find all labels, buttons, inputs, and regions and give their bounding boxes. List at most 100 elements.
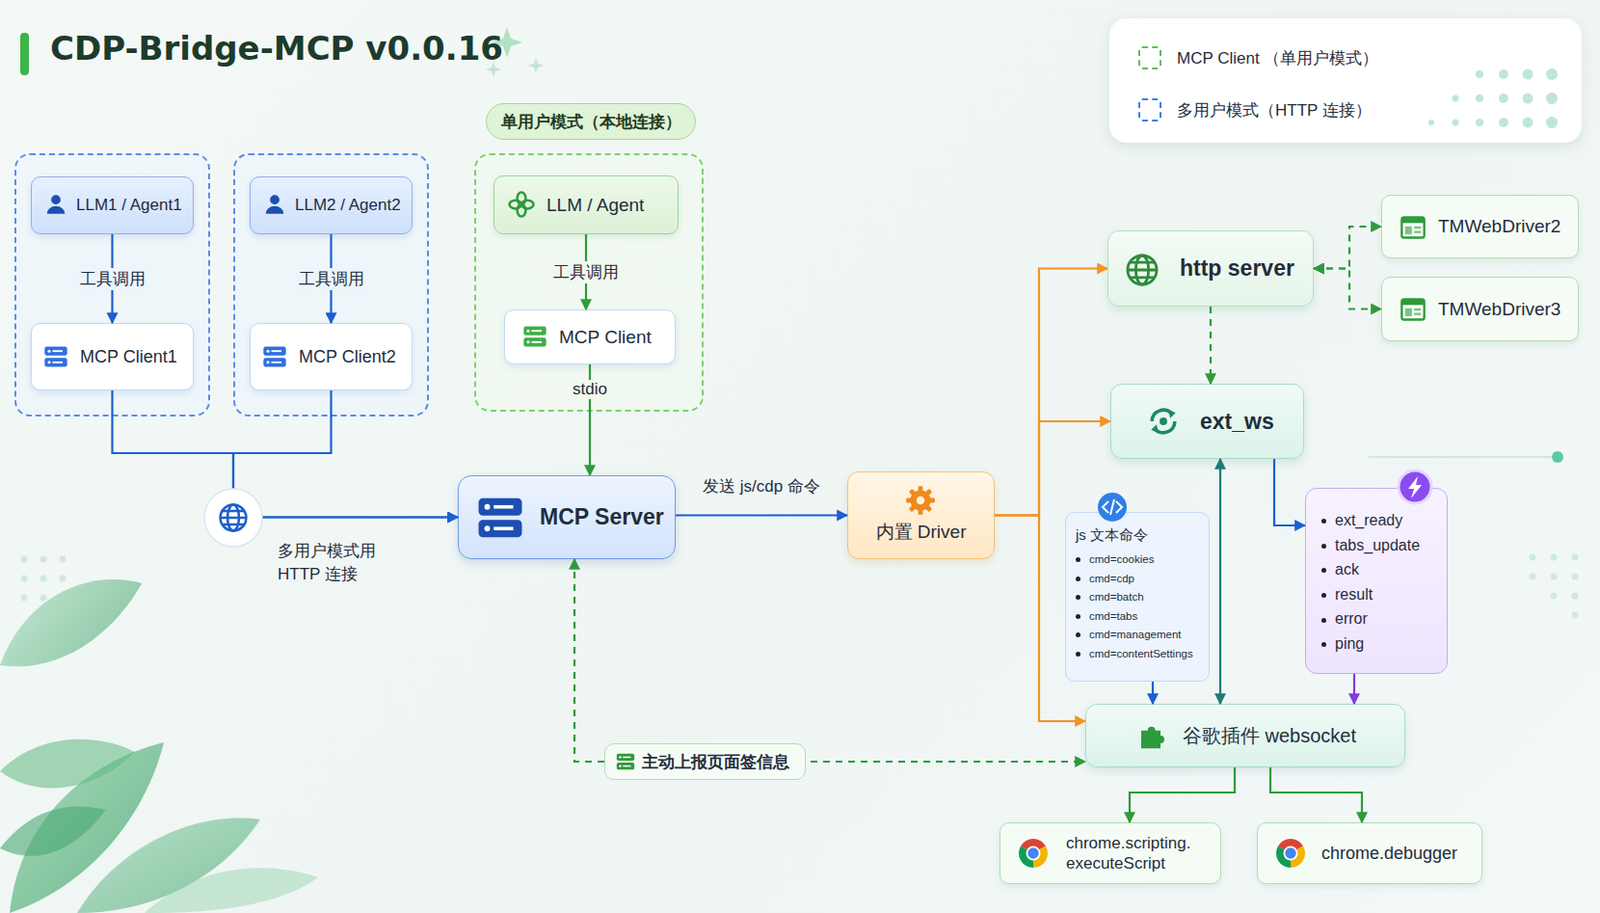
decor-shape	[59, 575, 67, 583]
diagram-title: CDP-Bridge-MCP v0.0.16	[50, 28, 504, 68]
decor-shape	[1546, 116, 1558, 129]
decor-shape	[40, 594, 48, 602]
decor-shape	[1572, 612, 1579, 619]
flow-arrow	[994, 515, 1086, 722]
decor-shape	[1550, 573, 1558, 581]
title-bar	[20, 32, 29, 76]
flow-arrow	[585, 234, 587, 310]
flow-arrow	[675, 513, 848, 516]
decor-shape	[523, 326, 546, 347]
flow-arrow	[110, 234, 113, 323]
decor-shape	[1475, 70, 1484, 79]
decor-shape	[1452, 119, 1460, 127]
decor-shape	[1522, 93, 1534, 105]
legend-item: MCP Client （单用户模式）	[1138, 44, 1379, 72]
decor-shape	[21, 575, 28, 583]
decor-shape	[1141, 726, 1165, 749]
group-heading: 单用户模式（本地连接）	[485, 103, 696, 140]
legend-panel: MCP Client （单用户模式） 多用户模式（HTTP 连接）	[1109, 18, 1582, 143]
decor-shape	[1572, 592, 1579, 600]
decor-shape	[0, 555, 155, 688]
decor-shape	[21, 594, 28, 602]
node-label: LLM / Agent	[546, 194, 644, 216]
process-box: chrome.debugger	[1256, 822, 1483, 884]
list-item: cmd=contentSettings	[1075, 644, 1194, 665]
decor-shape	[616, 753, 635, 771]
list-item: cmd=management	[1075, 625, 1182, 645]
flow-arrow	[994, 421, 1111, 516]
decor-shape	[204, 488, 263, 547]
decor-shape	[1498, 69, 1509, 80]
decor-shape	[220, 505, 247, 532]
process-box: MCP Client2	[249, 322, 413, 391]
legend-text: MCP Client （单用户模式）	[1176, 47, 1379, 70]
decor-shape	[1498, 93, 1509, 104]
process-box: LLM2 / Agent2	[249, 176, 413, 235]
decor-shape	[1428, 119, 1435, 126]
decor-shape	[1572, 554, 1579, 561]
accent-line	[1368, 455, 1558, 458]
decor-shape	[1018, 838, 1048, 868]
decor-shape	[1150, 408, 1175, 433]
leaves	[0, 555, 319, 913]
decor-shape	[1401, 217, 1424, 239]
node-label: LLM1 / Agent1	[76, 195, 183, 215]
flow-arrow	[233, 390, 458, 518]
list-item: ext_ready	[1321, 507, 1403, 534]
legend-swatch	[1138, 46, 1162, 70]
decor-shape	[59, 556, 67, 563]
legend-item: 多用户模式（HTTP 连接）	[1138, 96, 1372, 124]
decor-shape	[266, 194, 284, 214]
decor-shape	[21, 556, 28, 563]
decor-shape	[509, 192, 534, 217]
decor-shape	[40, 575, 48, 583]
process-box: MCP Client1	[30, 322, 194, 391]
process-box: LLM1 / Agent1	[30, 176, 194, 235]
node-label: MCP Client1	[80, 346, 178, 368]
list-item: cmd=batch	[1075, 587, 1145, 608]
flow-arrow	[1219, 458, 1222, 704]
node-label: TMWebDriver3	[1438, 298, 1561, 320]
legend-swatch	[1138, 98, 1162, 122]
decor-shape	[1550, 554, 1558, 561]
flow-arrow	[588, 364, 591, 476]
decor-shape	[0, 739, 135, 789]
flow-arrow	[1270, 767, 1362, 823]
list-item: tabs_update	[1321, 533, 1420, 559]
list-box: ext_readytabs_updateackresulterrorping	[1305, 487, 1448, 674]
node-label: 谷歌插件 websocket	[1182, 722, 1357, 749]
group-box: LLM2 / Agent2MCP Client2	[233, 153, 429, 417]
process-box: 谷歌插件 websocket	[1085, 703, 1406, 768]
node-label: LLM2 / Agent2	[294, 195, 401, 215]
decor-shape	[1408, 476, 1422, 499]
decor-shape	[0, 805, 107, 855]
decor-shape	[1276, 838, 1306, 868]
node-label: 内置 Driver	[876, 519, 967, 545]
edge-label: 发送 js/cdp 命令	[699, 475, 824, 498]
node-label: chrome.scripting. executeScript	[1066, 832, 1221, 874]
decor-shape	[1546, 92, 1558, 105]
flow-arrow	[112, 390, 459, 518]
process-box: MCP Server	[457, 475, 676, 560]
list-item: cmd=tabs	[1075, 607, 1138, 627]
list-item: ack	[1321, 557, 1360, 583]
report-pill: 主动上报页面签信息	[604, 743, 806, 780]
decor-shape	[144, 867, 319, 913]
node-label: MCP Client	[559, 326, 652, 348]
decor-shape	[44, 346, 67, 368]
flow-arrow	[329, 234, 332, 323]
decor-shape	[1572, 573, 1579, 581]
list-item: error	[1321, 606, 1368, 632]
decor-shape	[1522, 117, 1534, 129]
list-box: js 文本命令cmd=cookiescmd=cdpcmd=batchcmd=ta…	[1065, 511, 1210, 682]
process-box: 内置 Driver	[847, 471, 995, 560]
decor-shape	[263, 346, 286, 368]
decor-shape	[47, 194, 65, 214]
legend-dots	[1428, 68, 1558, 129]
decor-shape	[1127, 255, 1157, 285]
process-box: TMWebDriver2	[1381, 194, 1579, 259]
list-item: ping	[1321, 631, 1364, 657]
